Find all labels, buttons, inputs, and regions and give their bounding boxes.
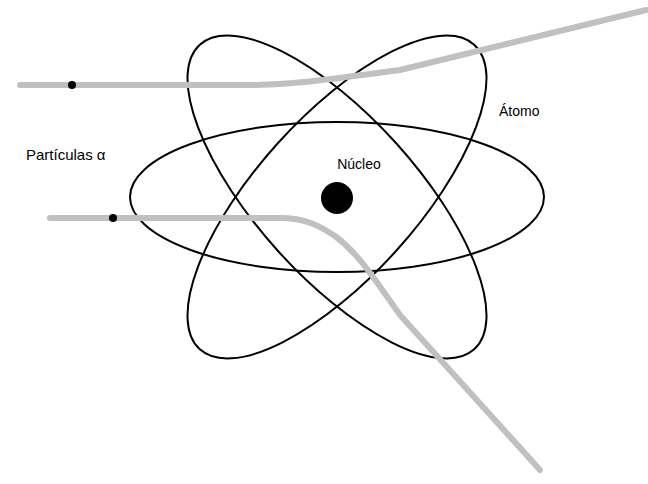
alpha-particle xyxy=(68,81,76,89)
alpha-particle xyxy=(109,214,117,222)
electron-orbit xyxy=(140,0,533,403)
text-label: Átomo xyxy=(497,103,541,120)
electron-orbit xyxy=(140,0,533,403)
electron-orbit xyxy=(130,122,544,272)
nucleus xyxy=(321,182,353,214)
text-label: Núcleo xyxy=(335,156,383,173)
alpha-trajectory xyxy=(50,218,540,470)
alpha-trajectory xyxy=(20,10,646,85)
text-label: Partículas α xyxy=(24,146,108,164)
